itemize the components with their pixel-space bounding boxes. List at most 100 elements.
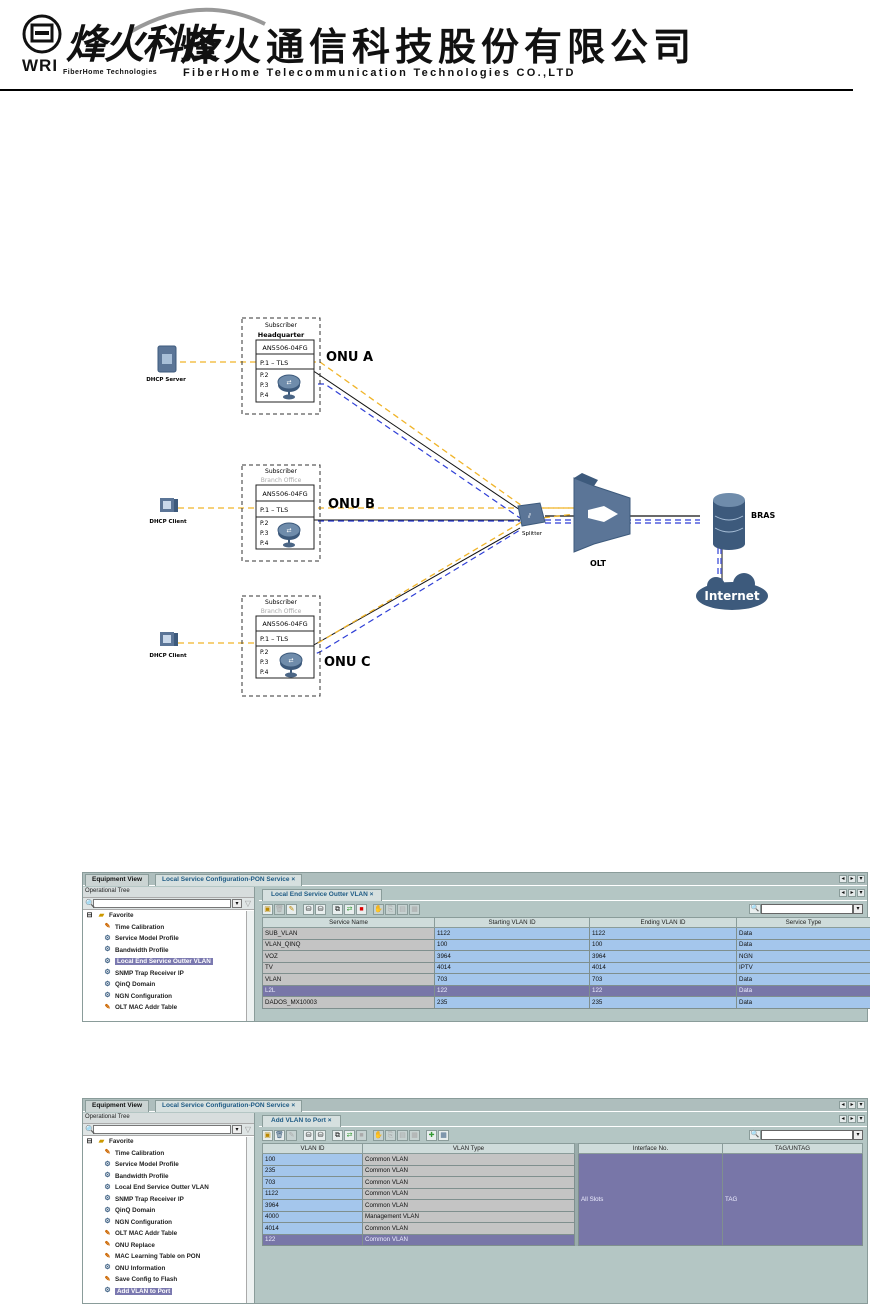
- column-header-vlan-type[interactable]: VLAN Type: [362, 1143, 575, 1154]
- tree-item-time-calibration[interactable]: ✎Time Calibration: [104, 923, 165, 931]
- column-header-service-type[interactable]: Service Type: [736, 917, 870, 928]
- tab-equipment-view[interactable]: Equipment View: [85, 1100, 150, 1112]
- disabled-action-icon[interactable]: ✋: [373, 1129, 384, 1141]
- tree-item-olt-mac-addr-table[interactable]: ✎OLT MAC Addr Table: [104, 1003, 178, 1012]
- tree-item-local-end-service-outter-vlan[interactable]: ⚙Local End Service Outter VLAN: [104, 1183, 209, 1192]
- close-tab-icon[interactable]: ×: [369, 891, 374, 898]
- column-header-tag-untag[interactable]: TAG/UNTAG: [722, 1143, 863, 1154]
- subtab-local-end-service-outter-vlan[interactable]: Local End Service Outter VLAN ×: [262, 889, 383, 901]
- subtab-add-vlan-to-port[interactable]: Add VLAN to Port ×: [262, 1115, 341, 1127]
- column-header-ending-vlan-id[interactable]: Ending VLAN ID: [589, 917, 737, 928]
- read-from-device-icon[interactable]: ⛁: [303, 903, 314, 915]
- disabled-action-icon[interactable]: ✋: [373, 903, 384, 915]
- scroll-left-icon[interactable]: ◂: [839, 1101, 847, 1109]
- tree-search-input[interactable]: [94, 1126, 230, 1133]
- tree-item-onu-replace[interactable]: ✎ONU Replace: [104, 1241, 155, 1249]
- tree-item-snmp-trap-receiver-ip[interactable]: ⚙SNMP Trap Receiver IP: [104, 1195, 184, 1203]
- delete-icon[interactable]: 🗑: [274, 1129, 285, 1141]
- dropdown-arrow-icon[interactable]: ▾: [232, 899, 242, 908]
- table-search-input[interactable]: [761, 1130, 853, 1140]
- column-header-service-name[interactable]: Service Name: [262, 917, 435, 928]
- scroll-left-icon[interactable]: ◂: [839, 889, 847, 897]
- scroll-right-icon[interactable]: ▸: [848, 1101, 856, 1109]
- close-tab-icon[interactable]: ×: [291, 1102, 296, 1109]
- tab-list-dropdown-icon[interactable]: ▾: [857, 1115, 865, 1123]
- tree-scrollbar[interactable]: [246, 911, 254, 1021]
- dropdown-arrow-icon[interactable]: ▾: [853, 1130, 863, 1140]
- tree-item-add-vlan-to-port[interactable]: ⚙Add VLAN to Port: [104, 1287, 173, 1295]
- tree-item-ngn-configuration[interactable]: ⚙NGN Configuration: [104, 1218, 173, 1226]
- tree-item-qinq-domain[interactable]: ⚙QinQ Domain: [104, 1206, 156, 1215]
- disabled-action-icon[interactable]: ▦: [409, 1129, 420, 1141]
- collapse-icon[interactable]: ⊟: [86, 911, 93, 919]
- table-search-input[interactable]: [761, 904, 853, 914]
- sync-icon[interactable]: ⇄: [344, 1129, 355, 1141]
- tree-item-snmp-trap-receiver-ip[interactable]: ⚙SNMP Trap Receiver IP: [104, 969, 184, 977]
- filter-icon[interactable]: ▽: [244, 899, 252, 908]
- edit-icon[interactable]: ✎: [286, 1129, 297, 1141]
- tab-list-dropdown-icon[interactable]: ▾: [857, 1101, 865, 1109]
- tree-item-local-end-service-outter-vlan[interactable]: ⚙Local End Service Outter VLAN: [104, 957, 213, 966]
- filter-icon[interactable]: ▽: [244, 1125, 252, 1134]
- add-icon[interactable]: ▣: [262, 1129, 273, 1141]
- disabled-action-icon[interactable]: ⎘: [385, 903, 396, 915]
- read-from-device-icon[interactable]: ⛁: [303, 1129, 314, 1141]
- disabled-action-icon[interactable]: ▤: [397, 903, 408, 915]
- tab-equipment-view[interactable]: Equipment View: [85, 874, 150, 886]
- tree-item-save-config-to-flash[interactable]: ✎Save Config to Flash: [104, 1275, 178, 1284]
- collapse-icon[interactable]: ⊟: [86, 1137, 93, 1145]
- compare-icon[interactable]: ⧉: [332, 1129, 343, 1141]
- scroll-right-icon[interactable]: ▸: [848, 875, 856, 883]
- scroll-left-icon[interactable]: ◂: [839, 1115, 847, 1123]
- write-to-device-icon[interactable]: ⛁: [315, 1129, 326, 1141]
- column-header-interface-no[interactable]: Interface No.: [578, 1143, 723, 1154]
- edit-icon[interactable]: ✎: [286, 903, 297, 915]
- tree-scrollbar[interactable]: [246, 1137, 254, 1303]
- write-to-device-icon[interactable]: ⛁: [315, 903, 326, 915]
- tree-item-ngn-configuration[interactable]: ⚙NGN Configuration: [104, 992, 173, 1000]
- tree-item-time-calibration[interactable]: ✎Time Calibration: [104, 1149, 165, 1157]
- tree-root-favorite[interactable]: ⊟▰Favorite: [86, 1137, 134, 1146]
- tree-item-service-model-profile[interactable]: ⚙Service Model Profile: [104, 934, 179, 943]
- column-header-starting-vlan-id[interactable]: Starting VLAN ID: [434, 917, 590, 928]
- tree-item-bandwidth-profile[interactable]: ⚙Bandwidth Profile: [104, 946, 169, 954]
- scroll-left-icon[interactable]: ◂: [839, 875, 847, 883]
- add-icon[interactable]: ▣: [262, 903, 273, 915]
- scroll-right-icon[interactable]: ▸: [848, 889, 856, 897]
- compare-icon[interactable]: ⧉: [332, 903, 343, 915]
- sync-icon[interactable]: ⇄: [344, 903, 355, 915]
- tree-item-mac-learning-table-on-pon[interactable]: ✎MAC Learning Table on PON: [104, 1252, 201, 1261]
- scroll-right-icon[interactable]: ▸: [848, 1115, 856, 1123]
- close-tab-icon[interactable]: ×: [291, 876, 296, 883]
- disabled-action-icon[interactable]: ▦: [409, 903, 420, 915]
- close-tab-icon[interactable]: ×: [327, 1117, 332, 1124]
- dropdown-arrow-icon[interactable]: ▾: [232, 1125, 242, 1134]
- tab-local-service-config[interactable]: Local Service Configuration-PON Service …: [155, 1100, 303, 1112]
- add-port-icon[interactable]: ✚: [426, 1129, 437, 1141]
- tree-item-qinq-domain[interactable]: ⚙QinQ Domain: [104, 980, 156, 989]
- tree-item-onu-information[interactable]: ⚙ONU Information: [104, 1264, 166, 1272]
- disabled-action-icon[interactable]: ⎘: [385, 1129, 396, 1141]
- tab-list-dropdown-icon[interactable]: ▾: [857, 875, 865, 883]
- tree-item-bandwidth-profile[interactable]: ⚙Bandwidth Profile: [104, 1172, 169, 1180]
- tree-root-favorite[interactable]: ⊟▰Favorite: [86, 911, 134, 920]
- calendar-table-icon[interactable]: ▦: [438, 1129, 449, 1141]
- tree-item-service-model-profile[interactable]: ⚙Service Model Profile: [104, 1160, 179, 1169]
- dropdown-arrow-icon[interactable]: ▾: [853, 904, 863, 914]
